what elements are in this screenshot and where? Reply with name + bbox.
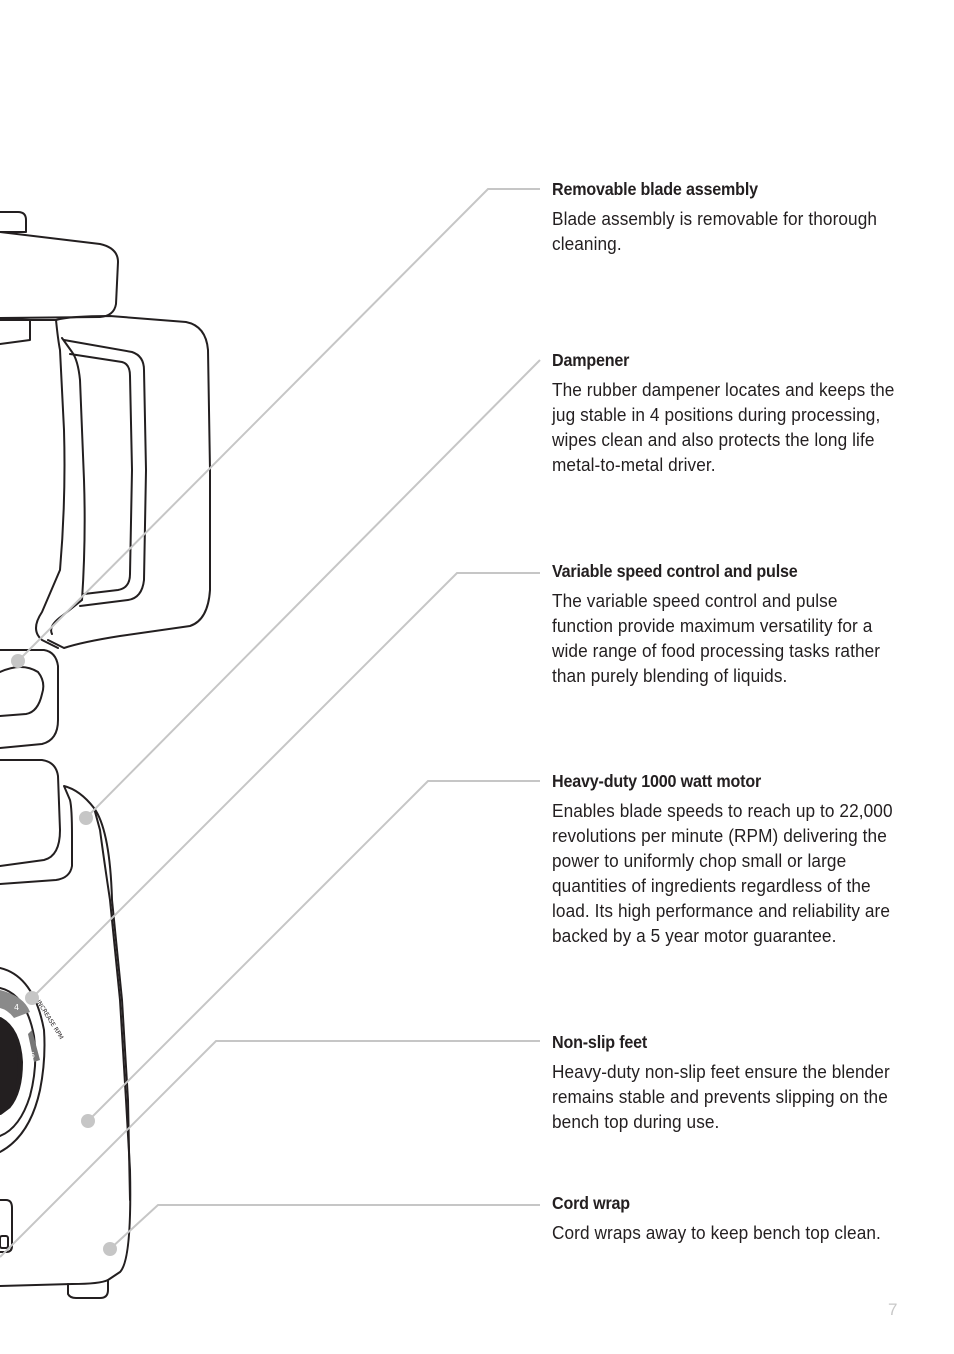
feature-variable-speed: Variable speed control and pulse The var… bbox=[552, 560, 897, 688]
feature-non-slip-feet: Non-slip feet Heavy-duty non-slip feet e… bbox=[552, 1031, 897, 1134]
dial-label: INCREASE RPM bbox=[35, 999, 65, 1041]
page-number: 7 bbox=[888, 1300, 898, 1319]
leader-line-speed bbox=[31, 572, 540, 999]
feature-motor: Heavy-duty 1000 watt motor Enables blade… bbox=[552, 770, 897, 948]
feature-cord-wrap: Cord wrap Cord wraps away to keep bench … bbox=[552, 1192, 897, 1245]
feature-title: Heavy-duty 1000 watt motor bbox=[552, 771, 762, 791]
jug-handle bbox=[47, 315, 211, 649]
feature-description: The variable speed control and pulse fun… bbox=[552, 590, 881, 686]
feature-title: Variable speed control and pulse bbox=[552, 561, 798, 581]
jug-lid bbox=[0, 231, 119, 319]
leader-line-motor bbox=[87, 780, 540, 1122]
lid-knob bbox=[0, 211, 27, 233]
callout-dot-cord bbox=[103, 1242, 117, 1256]
dial-mark-high: 5 bbox=[30, 1051, 35, 1060]
feature-title: Dampener bbox=[552, 350, 630, 370]
leader-line-dampener bbox=[85, 359, 541, 819]
feature-description: Enables blade speeds to reach up to 22,0… bbox=[552, 800, 893, 946]
feature-description: Blade assembly is removable for thorough… bbox=[552, 208, 878, 254]
control-panel bbox=[0, 1199, 13, 1253]
feature-description: The rubber dampener locates and keeps th… bbox=[552, 379, 895, 475]
feature-description: Heavy-duty non-slip feet ensure the blen… bbox=[552, 1061, 890, 1132]
callout-dot-blade bbox=[11, 654, 25, 668]
feature-title: Non-slip feet bbox=[552, 1032, 648, 1052]
feature-removable-blade: Removable blade assembly Blade assembly … bbox=[552, 178, 897, 256]
callout-dot-dampener bbox=[79, 811, 93, 825]
feature-title: Cord wrap bbox=[552, 1193, 630, 1213]
speed-dial-ring bbox=[0, 967, 46, 1153]
motor-base bbox=[0, 759, 61, 867]
callout-dot-speed bbox=[25, 991, 39, 1005]
feature-dampener: Dampener The rubber dampener locates and… bbox=[552, 349, 897, 477]
leader-line-blade bbox=[17, 188, 540, 662]
callout-dot-motor bbox=[81, 1114, 95, 1128]
leader-line-cord bbox=[109, 1204, 540, 1250]
feature-title: Removable blade assembly bbox=[552, 179, 758, 199]
feature-description: Cord wraps away to keep bench top clean. bbox=[552, 1222, 881, 1243]
jug-body bbox=[0, 319, 66, 649]
dial-mark-low: 4 bbox=[14, 1003, 19, 1012]
jug-collar bbox=[0, 649, 59, 749]
leader-line-feet bbox=[0, 1040, 540, 1258]
